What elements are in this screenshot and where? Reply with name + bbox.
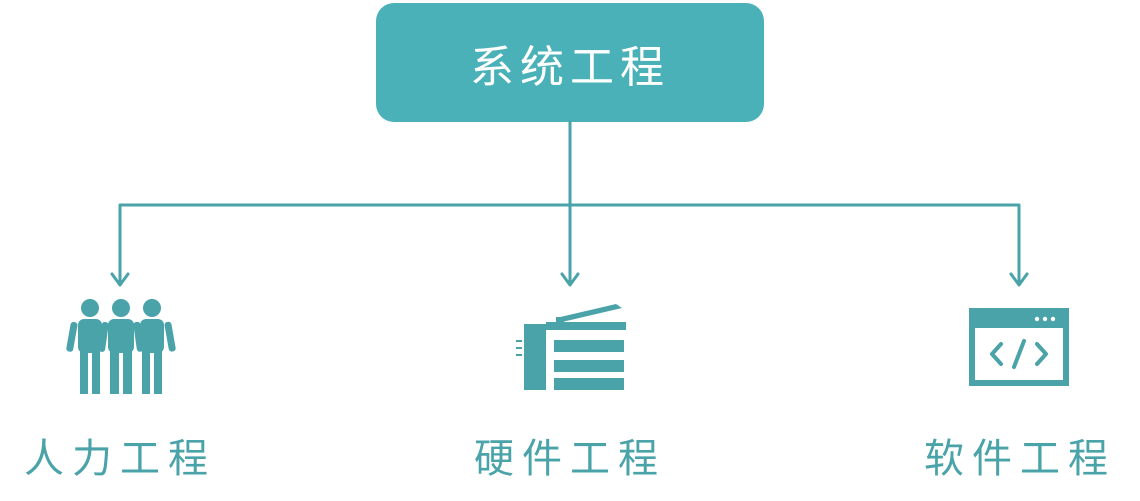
root-node: 系统工程: [376, 3, 764, 122]
copier-machine-icon: [516, 304, 626, 390]
child-label-software: 软件工程: [924, 436, 1116, 482]
people-group-icon: [66, 298, 176, 396]
branch-line: [118, 203, 1021, 285]
child-label-hardware: 硬件工程: [474, 436, 666, 482]
root-label: 系统工程: [470, 41, 670, 93]
code-window-icon: [969, 308, 1069, 386]
child-label-human: 人力工程: [24, 436, 216, 482]
arrow-head-right: [1009, 272, 1029, 287]
arrow-head-center: [560, 272, 580, 287]
arrow-head-left: [110, 272, 130, 287]
